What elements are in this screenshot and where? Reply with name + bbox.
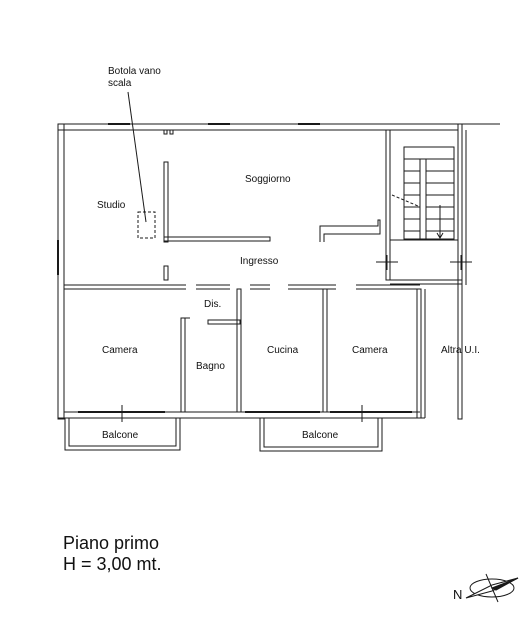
room-label-soggiorno: Soggiorno xyxy=(245,174,291,185)
height-caption: H = 3,00 mt. xyxy=(63,554,162,574)
room-label-disimpegno: Dis. xyxy=(204,299,222,310)
door-ticks xyxy=(121,255,472,422)
outer-wall xyxy=(57,123,500,420)
compass-icon xyxy=(465,573,519,603)
interior-walls xyxy=(64,129,462,419)
balcony-outlines xyxy=(64,418,383,452)
window-marks xyxy=(57,123,320,275)
stair-hatch xyxy=(127,91,156,239)
hatch-note-line2: scala xyxy=(108,78,132,89)
floor-caption: Piano primo xyxy=(63,533,160,553)
room-label-camera-left: Camera xyxy=(102,345,138,356)
room-label-cucina: Cucina xyxy=(267,345,299,356)
room-label-ingresso: Ingresso xyxy=(240,256,279,267)
room-label-balcone-left: Balcone xyxy=(102,430,139,441)
staircase xyxy=(391,146,455,240)
room-label-bagno: Bagno xyxy=(196,361,225,372)
room-label-balcone-right: Balcone xyxy=(302,430,339,441)
hatch-note-line1: Botola vano xyxy=(108,66,161,77)
room-label-camera-right: Camera xyxy=(352,345,388,356)
room-label-altra-ui: Altra U.I. xyxy=(441,345,480,356)
room-label-studio: Studio xyxy=(97,200,126,211)
north-label: N xyxy=(453,587,463,602)
